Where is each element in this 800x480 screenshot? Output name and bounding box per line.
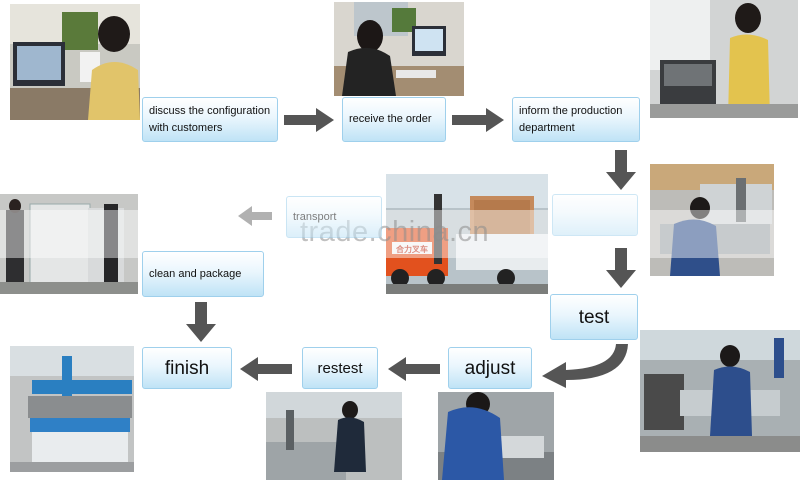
truck-photo: 合力叉车 <box>386 174 548 294</box>
truck-logo-text: 合力叉车 <box>396 245 428 254</box>
arrow-to-test <box>606 248 636 288</box>
step-adjust-label: adjust <box>464 357 516 379</box>
workshop-photo-5 <box>266 392 402 480</box>
step-finish-label: finish <box>164 357 210 379</box>
arrow-inform-down <box>606 150 636 190</box>
workshop-photo-4 <box>640 330 800 452</box>
step-discuss: discuss the configuration with customers <box>142 97 278 142</box>
step-clean-label: clean and package <box>149 267 242 280</box>
workshop-photo-2 <box>0 194 138 294</box>
step-restest-label: restest <box>317 359 363 377</box>
arrow-test-adjust <box>542 344 628 388</box>
office-photo-2 <box>334 2 464 96</box>
workshop-photo-3 <box>650 164 774 276</box>
machine-photo <box>10 346 134 472</box>
office-photo-1 <box>10 4 140 120</box>
arrow-adjust-restest <box>388 357 440 381</box>
step-inform-label: inform the production department <box>519 104 623 134</box>
arrow-discuss-receive <box>284 108 334 132</box>
step-receive: receive the order <box>342 97 446 142</box>
step-receive-label: receive the order <box>349 113 432 125</box>
arrow-transport-left <box>238 206 272 226</box>
step-inform: inform the production department <box>512 97 640 142</box>
arrow-clean-finish <box>186 302 216 342</box>
step-restest: restest <box>302 347 378 389</box>
step-discuss-label: discuss the configuration with customers <box>149 104 271 134</box>
step-transport-label: transport <box>293 210 337 223</box>
step-finish: finish <box>142 347 232 389</box>
step-adjust: adjust <box>448 347 532 389</box>
workshop-photo-1 <box>650 0 798 118</box>
workshop-photo-6 <box>438 392 554 480</box>
watermark-band <box>0 210 800 258</box>
step-test-label: test <box>578 306 610 328</box>
step-clean: clean and package <box>142 251 264 297</box>
arrow-receive-inform <box>452 108 504 132</box>
step-test: test <box>550 294 638 340</box>
step-transport: transport <box>286 196 382 238</box>
step-blank <box>552 194 638 236</box>
arrow-restest-finish <box>240 357 292 381</box>
